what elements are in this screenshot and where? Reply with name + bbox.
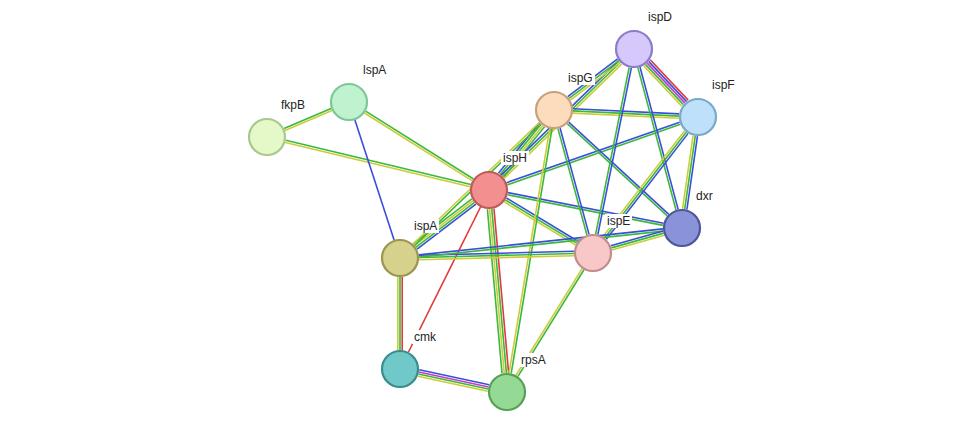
node-circle (488, 373, 526, 411)
protein-label: cmk (412, 330, 438, 344)
protein-node: ispD (615, 30, 653, 68)
evidence-line (683, 135, 694, 208)
evidence-line (418, 376, 488, 391)
interaction-edge (509, 129, 552, 374)
evidence-line (560, 128, 589, 234)
interaction-edge (419, 229, 663, 257)
evidence-line (419, 229, 663, 255)
evidence-line (366, 111, 474, 179)
protein-label: ispG (566, 71, 595, 85)
interaction-edge (418, 370, 489, 391)
evidence-line (518, 270, 584, 377)
interaction-edge (408, 207, 480, 352)
node-circle (663, 209, 701, 247)
interaction-edge (365, 111, 474, 181)
protein-node: cmk (381, 350, 419, 388)
interaction-edge (644, 60, 688, 106)
evidence-line (413, 122, 540, 244)
evidence-line (285, 142, 470, 186)
evidence-line (509, 129, 550, 374)
node-circle (330, 83, 368, 121)
node-circle (381, 350, 419, 388)
evidence-line (611, 233, 663, 248)
protein-label: ispH (501, 151, 529, 165)
evidence-line (419, 231, 663, 257)
evidence-line (558, 129, 587, 235)
evidence-line (501, 61, 619, 176)
node-circle (381, 239, 419, 277)
evidence-line (504, 202, 575, 245)
interaction-edge (487, 209, 508, 374)
evidence-line (418, 374, 488, 389)
evidence-line (649, 61, 687, 101)
interaction-edge (573, 109, 679, 119)
interaction-edge (504, 198, 578, 245)
interaction-edge (611, 231, 665, 250)
evidence-line (285, 110, 332, 130)
node-circle (615, 30, 653, 68)
evidence-line (645, 64, 683, 104)
protein-node: lspA (330, 83, 368, 121)
evidence-line (511, 129, 552, 374)
evidence-line (397, 277, 399, 350)
interaction-edge (413, 122, 541, 245)
interaction-edge (501, 61, 622, 179)
interaction-edge (516, 269, 584, 377)
interaction-edge (355, 120, 394, 240)
protein-label: ispE (605, 214, 632, 228)
protein-label: ispA (412, 219, 439, 233)
interaction-edge (285, 140, 471, 186)
node-circle (535, 91, 573, 129)
evidence-line (650, 60, 688, 100)
evidence-line (506, 198, 577, 241)
evidence-line (516, 269, 582, 376)
interaction-edge (498, 123, 544, 178)
protein-label: rpsA (519, 353, 548, 367)
evidence-line (487, 209, 502, 373)
evidence-line (490, 209, 505, 373)
evidence-line (505, 200, 576, 243)
protein-node: fkpB (248, 118, 286, 156)
evidence-line (365, 113, 473, 181)
protein-node: ispA (381, 239, 419, 277)
protein-label: ispF (710, 78, 737, 92)
protein-node: rpsA (488, 373, 526, 411)
evidence-line (612, 235, 664, 250)
evidence-line (573, 113, 679, 118)
protein-label: lspA (361, 63, 388, 77)
evidence-line (399, 277, 401, 350)
evidence-line (401, 277, 403, 350)
evidence-line (647, 63, 685, 103)
protein-node: ispH (470, 171, 508, 209)
evidence-line (408, 207, 480, 352)
interaction-edge (558, 128, 589, 235)
protein-node: ispG (535, 91, 573, 129)
evidence-line (355, 120, 394, 240)
protein-label: dxr (694, 189, 715, 203)
node-circle (679, 98, 717, 136)
protein-label: fkpB (279, 98, 307, 112)
evidence-line (569, 122, 669, 214)
evidence-line (419, 256, 574, 260)
node-circle (574, 234, 612, 272)
interaction-edge (398, 277, 402, 350)
protein-label: ispD (646, 10, 674, 24)
node-circle (248, 118, 286, 156)
interaction-edge (638, 67, 678, 210)
protein-node: ispF (679, 98, 717, 136)
protein-node: dxr (663, 209, 701, 247)
protein-node: ispE (574, 234, 612, 272)
node-circle (470, 171, 508, 209)
